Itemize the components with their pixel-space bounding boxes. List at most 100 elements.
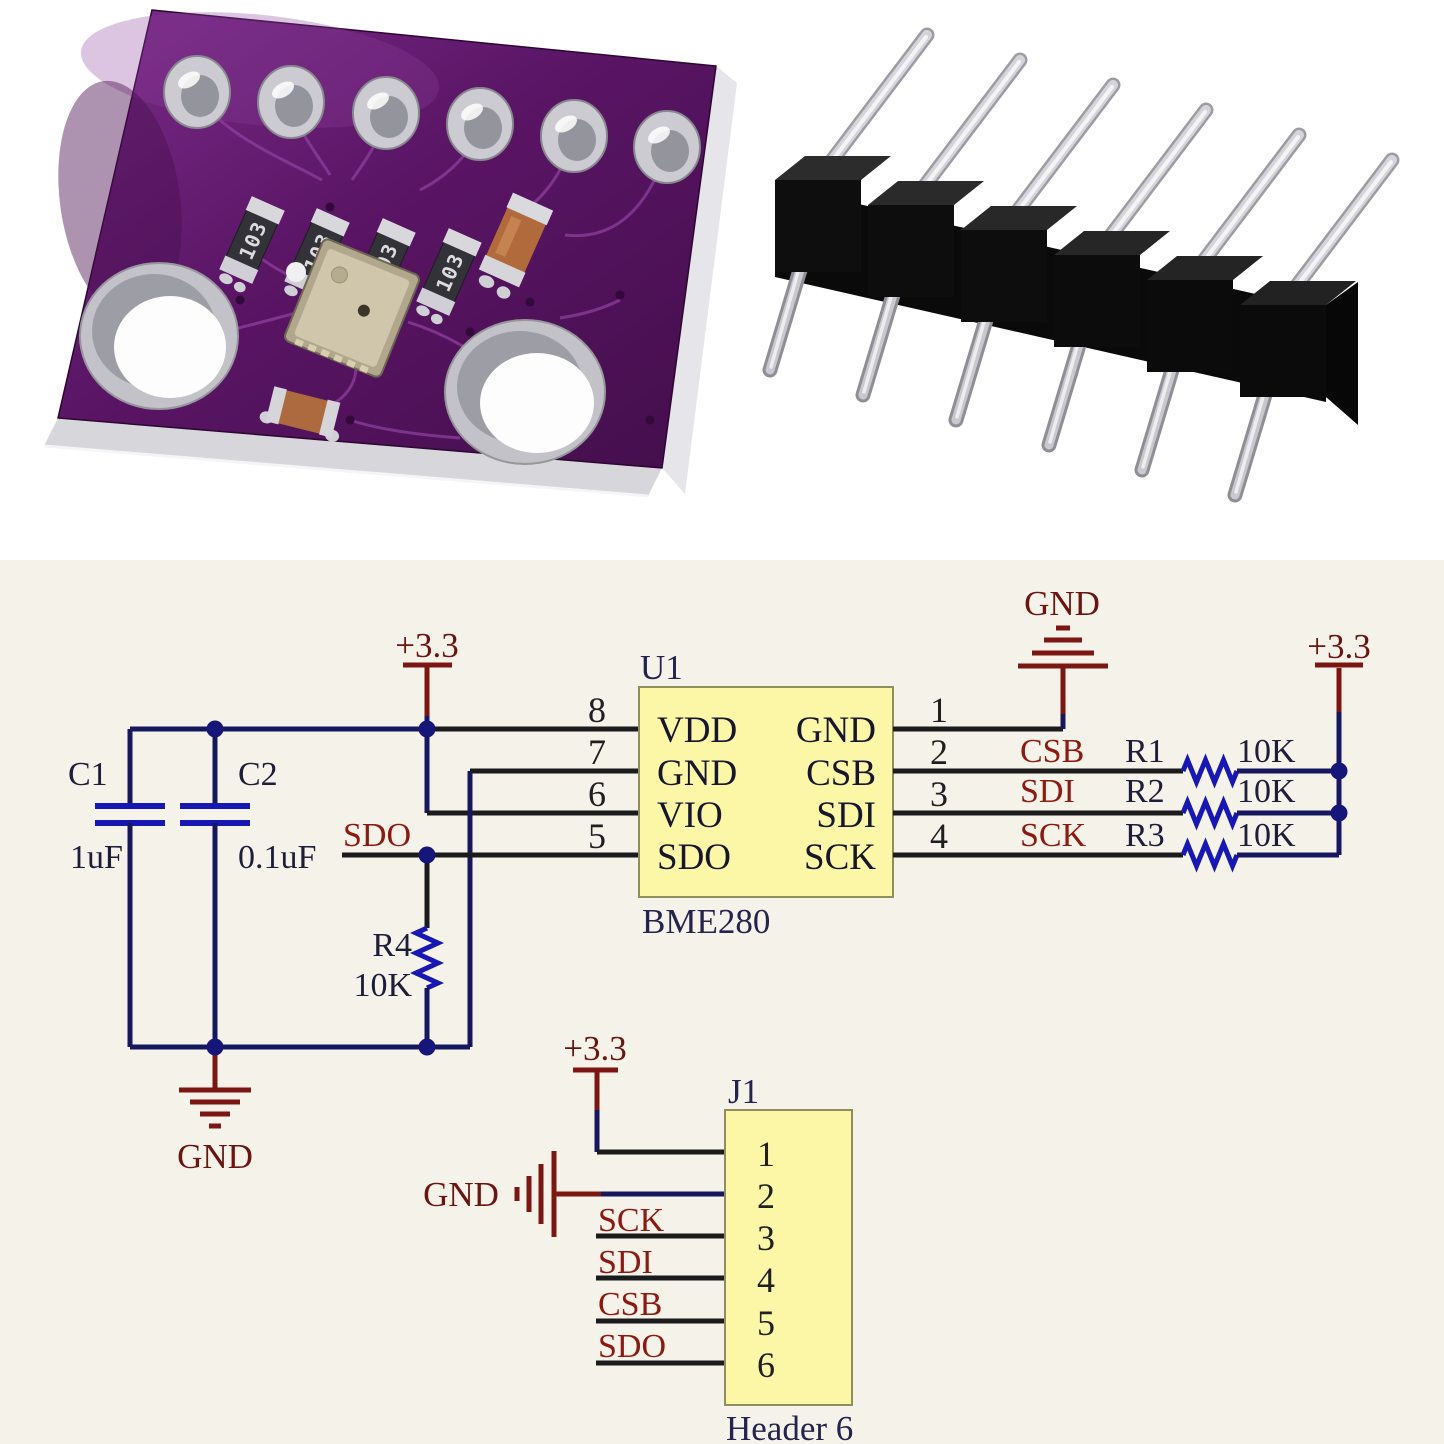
u1-pin-number: 4	[930, 816, 948, 856]
header-pin-short	[1134, 362, 1180, 478]
u1-pin-name: GND	[796, 710, 876, 751]
header-pin-short	[855, 287, 901, 403]
u1-body	[638, 686, 894, 898]
solder-pad	[163, 55, 231, 129]
r3-ref: R3	[1125, 817, 1165, 854]
header-pin-short	[948, 312, 994, 428]
sdi-net-label: SDI	[1020, 773, 1075, 810]
pcb-mounting-hole-left	[79, 262, 239, 410]
solder-pad	[446, 87, 514, 161]
pcb-side-bottom	[44, 418, 662, 496]
u1-pin-number: 3	[930, 774, 948, 814]
c2-value: 0.1uF	[238, 839, 316, 876]
resistor-r4	[409, 855, 445, 1047]
header-plastic-blocks	[775, 156, 1358, 425]
r2-value: 10K	[1237, 773, 1296, 810]
u1-bme280: U1 BME280 VDD GND VIO SDO GND CSB SDI SC…	[588, 648, 948, 941]
header-block	[1240, 281, 1358, 425]
j1-net-label: SDO	[598, 1328, 666, 1365]
csb-net-label: CSB	[1020, 733, 1084, 770]
j1-pin-number: 1	[757, 1134, 775, 1174]
r1-value: 10K	[1237, 733, 1296, 770]
solder-pad	[257, 65, 325, 139]
pcb-solder-pads	[163, 55, 701, 184]
junction	[418, 846, 436, 864]
j1-pin-number: 6	[757, 1345, 775, 1385]
smd-resistor: 103	[416, 228, 482, 325]
j1-pin-number: 2	[757, 1176, 775, 1216]
header-pin-short	[1041, 337, 1087, 453]
capacitor-c2	[180, 729, 250, 1047]
j1-net-label: SDI	[598, 1244, 653, 1281]
j1-pin-number: 5	[757, 1303, 775, 1343]
pin-header-photo	[762, 27, 1400, 503]
r1-ref: R1	[1125, 733, 1165, 770]
vcc-label: +3.3	[563, 1029, 627, 1068]
header-block	[868, 181, 984, 297]
power-symbol-vcc-j1: +3.3	[563, 1029, 627, 1152]
pcb-side-right	[662, 66, 737, 494]
j1-ref: J1	[728, 1072, 759, 1111]
r2-ref: R2	[1125, 773, 1165, 810]
header-pin-short	[1227, 387, 1273, 503]
bme280-sensor-chip	[283, 238, 421, 378]
junction	[1330, 762, 1348, 780]
pcb-mounting-hole-right	[444, 319, 606, 465]
u1-pin-number: 8	[588, 690, 606, 730]
header-pin	[1287, 152, 1400, 296]
r4-value: 10K	[353, 967, 412, 1004]
solder-pad	[540, 99, 608, 173]
right-section: GND CSB R1 10K SDI R2 10K SCK R3 10K	[893, 584, 1371, 873]
c1-ref: C1	[68, 756, 108, 793]
ground-symbol-j1: GND	[423, 1151, 601, 1237]
header-pin	[822, 27, 935, 171]
header-pin-short	[762, 262, 808, 378]
u1-pin-number: 7	[588, 732, 606, 772]
gnd-label: GND	[1024, 584, 1100, 623]
junction	[418, 720, 436, 738]
j1-body	[724, 1109, 853, 1406]
header-pin	[915, 52, 1028, 196]
u1-pin-number: 2	[930, 732, 948, 772]
j1-value: Header 6	[726, 1409, 853, 1444]
j1-section: +3.3 GND SCK SDI CSB SDO	[423, 1029, 853, 1444]
gnd-label: GND	[177, 1137, 253, 1176]
resistor-r2	[1180, 795, 1240, 831]
ground-symbol-left: GND	[177, 1047, 253, 1176]
header-block	[961, 206, 1077, 322]
vcc-label: +3.3	[1307, 627, 1371, 666]
junction	[418, 1038, 436, 1056]
left-section: C1 1uF C2 0.1uF +3.3 SDO	[68, 626, 639, 1176]
j1-net-label: SCK	[598, 1202, 665, 1239]
j1-pin-number: 4	[757, 1260, 775, 1300]
header-pin	[1008, 77, 1121, 221]
u1-pin-name: VDD	[657, 710, 737, 751]
solder-pad	[633, 110, 701, 184]
u1-pin-name: CSB	[806, 753, 876, 794]
solder-pad	[352, 76, 420, 150]
sck-net-label: SCK	[1020, 817, 1087, 854]
pcb-edge-highlight	[43, 444, 649, 498]
header-pin	[1194, 127, 1307, 271]
gnd-label: GND	[423, 1175, 499, 1214]
pcb-white-dot	[286, 262, 306, 282]
u1-ref: U1	[640, 648, 683, 687]
power-symbol-vcc-right: +3.3	[1307, 627, 1371, 712]
pcb-module-photo: 103 103 103 103	[43, 9, 737, 498]
bme280-schematic: C1 1uF C2 0.1uF +3.3 SDO	[0, 560, 1444, 1444]
header-block	[1147, 256, 1263, 372]
r4-ref: R4	[372, 927, 412, 964]
power-symbol-vcc-left: +3.3	[395, 626, 459, 729]
resistor-r1	[1180, 753, 1240, 789]
ground-symbol-top: GND	[1018, 584, 1108, 714]
c1-value: 1uF	[70, 839, 123, 876]
u1-pin-number: 5	[588, 816, 606, 856]
u1-pin-name: SDI	[816, 795, 876, 836]
c2-ref: C2	[238, 756, 278, 793]
header-pins	[762, 27, 1400, 503]
header-pin	[1101, 102, 1214, 246]
u1-pin-name: SDO	[657, 837, 731, 878]
pcb-shade	[58, 80, 182, 320]
header-block	[1054, 231, 1170, 347]
